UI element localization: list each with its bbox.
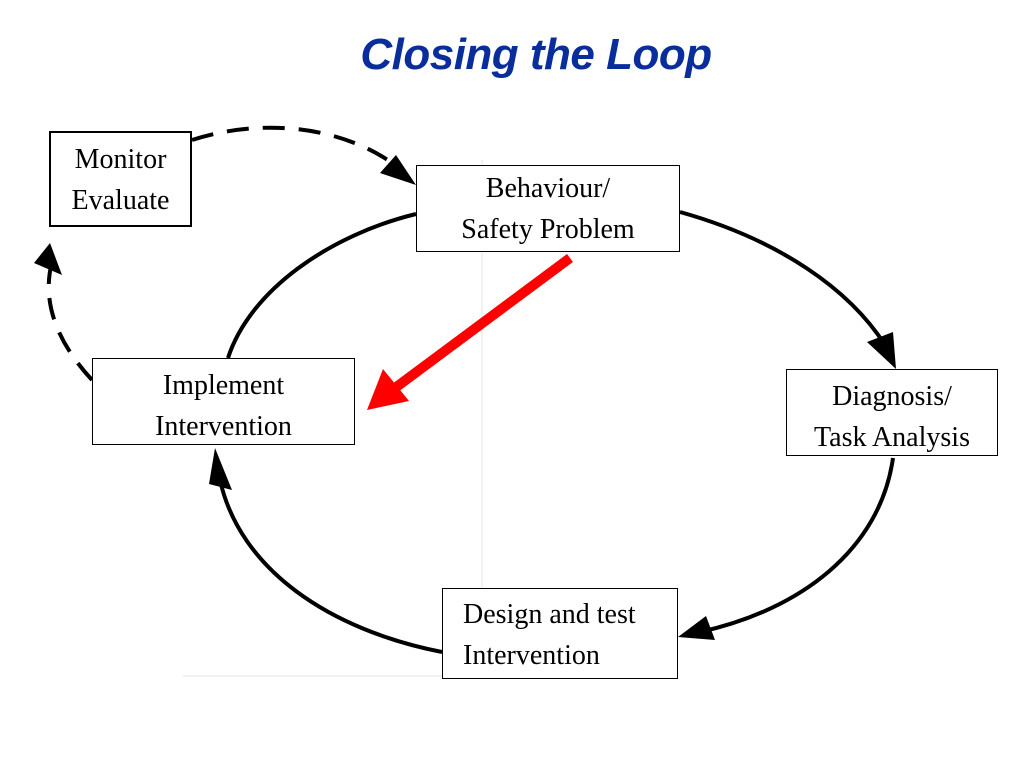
node-behaviour-line2: Safety Problem	[461, 214, 635, 245]
edge-design-implement	[218, 479, 443, 654]
node-diagnosis-line2: Task Analysis	[814, 422, 970, 453]
arrowhead-design	[678, 616, 715, 640]
edge-implement-monitor	[46, 261, 94, 382]
highlight-arrowhead	[367, 369, 409, 410]
node-monitor-line2: Evaluate	[71, 185, 170, 216]
node-implement-line2: Intervention	[155, 411, 292, 442]
arrowhead-monitor	[34, 243, 62, 275]
node-behaviour-safety-problem: Behaviour/ Safety Problem	[416, 165, 680, 252]
node-design-line1: Design and test	[463, 599, 636, 630]
edge-diagnosis-design	[699, 457, 895, 634]
node-diagnosis-task-analysis: Diagnosis/ Task Analysis	[786, 369, 998, 456]
node-design-test-intervention: Design and test Intervention	[442, 588, 678, 679]
slide-title: Closing the Loop	[360, 30, 712, 79]
node-implement-line1: Implement	[162, 370, 285, 401]
node-behaviour-line1: Behaviour/	[485, 173, 611, 204]
node-implement-intervention: Implement Intervention	[92, 358, 355, 445]
node-monitor-line1: Monitor	[74, 144, 167, 175]
node-diagnosis-line1: Diagnosis/	[832, 381, 952, 412]
edge-monitor-behaviour	[191, 125, 397, 167]
arrowhead-implement	[209, 448, 232, 490]
highlight-arrow-shaft	[392, 253, 573, 393]
edge-behaviour-diagnosis	[679, 210, 887, 347]
node-design-line2: Intervention	[463, 640, 600, 671]
edge-implement-behaviour	[226, 212, 417, 359]
arrowhead-behaviour	[380, 155, 416, 185]
arrowhead-diagnosis	[867, 332, 896, 369]
node-monitor-evaluate: Monitor Evaluate	[49, 131, 192, 227]
